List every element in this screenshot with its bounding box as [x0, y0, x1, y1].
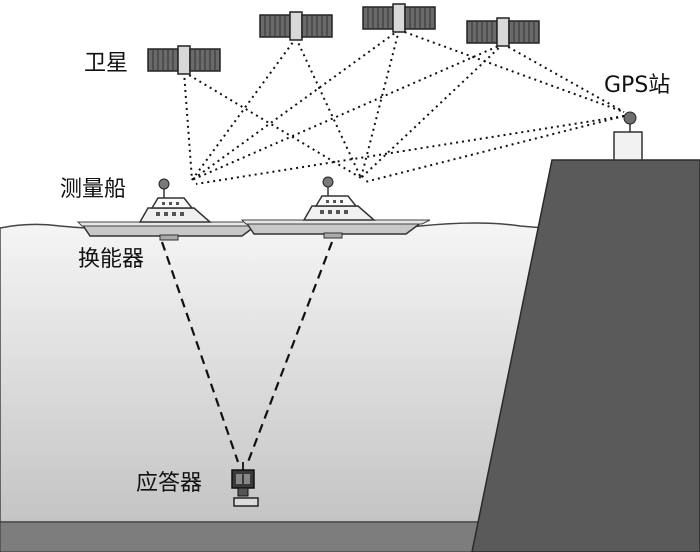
- satellite-label: 卫星: [84, 51, 128, 76]
- transponder-icon: [231, 462, 259, 507]
- seabed: [0, 521, 501, 552]
- survey-ship-icon: [241, 176, 431, 239]
- satellite-icon: [466, 17, 540, 47]
- transducer-label: 换能器: [78, 247, 144, 272]
- satellite-icon: [259, 11, 333, 41]
- survey-ship-label: 测量船: [60, 177, 126, 202]
- gps-station-icon: [613, 111, 643, 161]
- transponder-label: 应答器: [136, 471, 202, 496]
- acoustic-ranging-lines: [160, 241, 334, 463]
- satellite-icon: [362, 3, 436, 33]
- gps-station-label: GPS站: [604, 73, 670, 98]
- satellite-icon: [147, 45, 221, 75]
- shore-cliff: [471, 159, 700, 552]
- gps-signal-lines: [183, 29, 625, 185]
